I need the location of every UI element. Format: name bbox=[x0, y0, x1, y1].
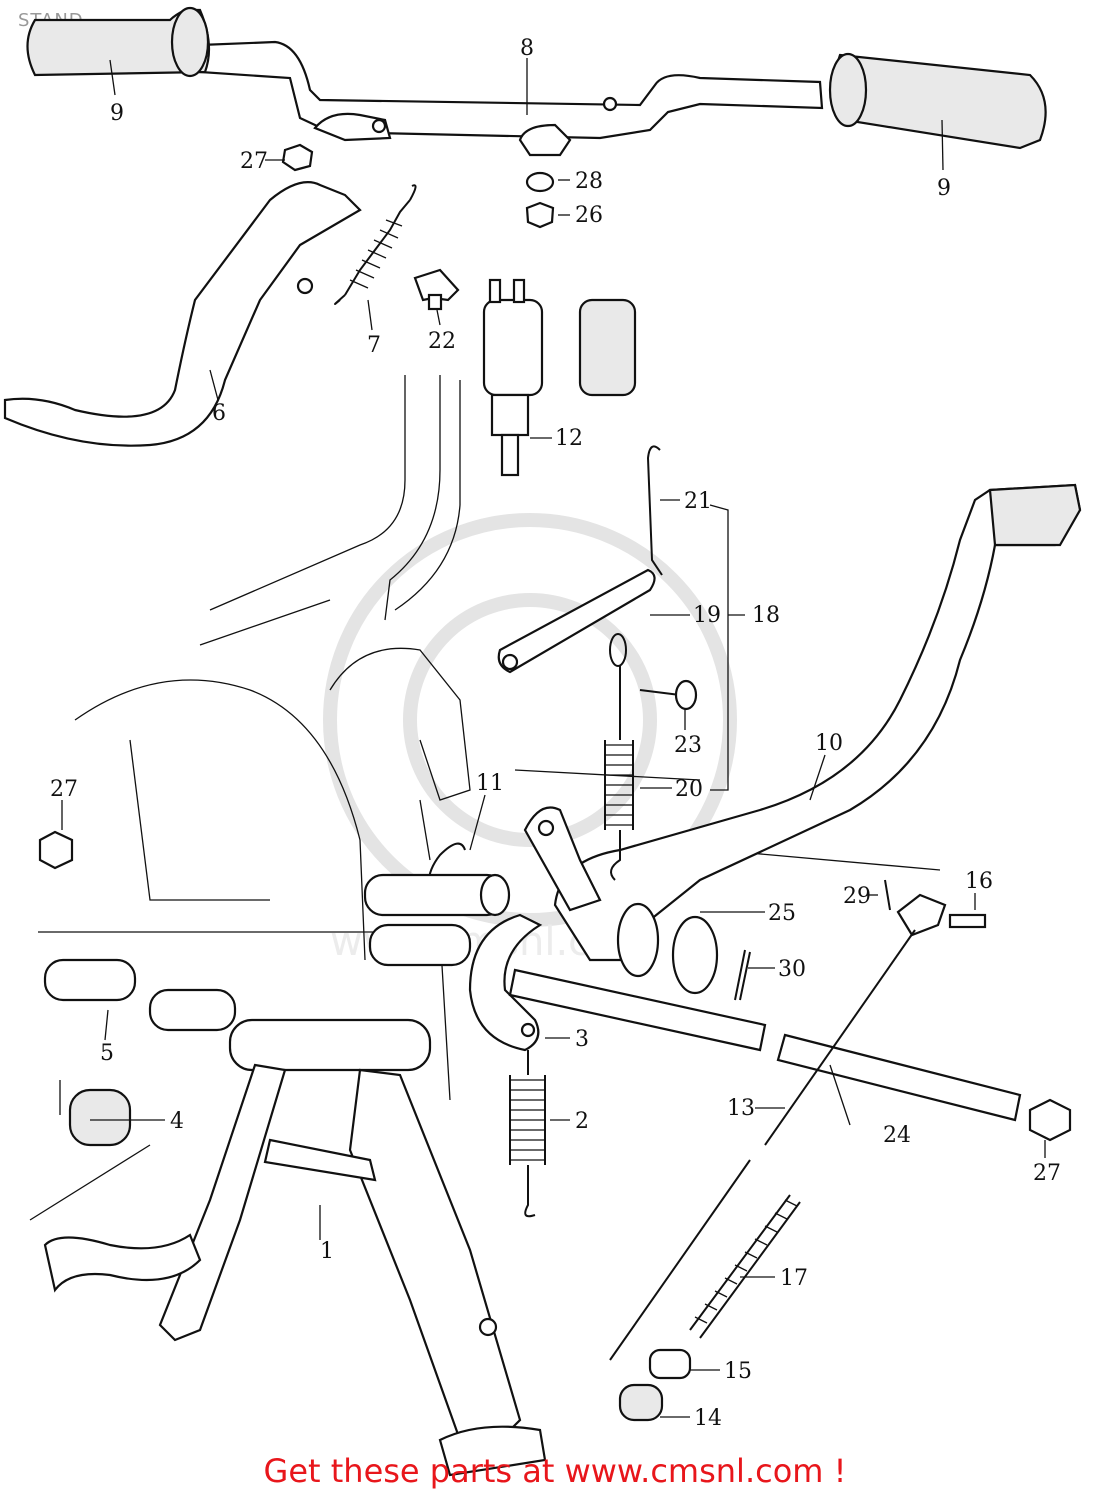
callout-16: 16 bbox=[965, 869, 993, 894]
callout-17: 17 bbox=[780, 1266, 808, 1291]
part-16-joint bbox=[896, 893, 987, 937]
callout-10: 10 bbox=[815, 731, 843, 756]
part-26-nut bbox=[525, 201, 555, 229]
callout-24: 24 bbox=[883, 1123, 911, 1148]
part-13-rod bbox=[609, 929, 916, 1361]
part-23-bolt bbox=[639, 679, 698, 711]
part-20-spring bbox=[604, 633, 634, 881]
callout-20: 20 bbox=[675, 777, 703, 802]
callout-21: 21 bbox=[684, 489, 712, 514]
part-27-nut-right bbox=[1028, 1098, 1072, 1142]
part-5-collar-left bbox=[43, 958, 137, 1002]
part-19-arm bbox=[497, 568, 656, 674]
callout-9-left: 9 bbox=[110, 101, 124, 126]
part-21-rod bbox=[646, 445, 663, 576]
callout-23: 23 bbox=[674, 733, 702, 758]
callout-28: 28 bbox=[575, 169, 603, 194]
part-28-washer bbox=[525, 171, 555, 193]
callout-1: 1 bbox=[320, 1239, 334, 1264]
part-22-bolt bbox=[413, 268, 460, 311]
leader-lines bbox=[59, 58, 1046, 1418]
part-8-handle-bar bbox=[198, 40, 824, 157]
callout-14: 14 bbox=[694, 1406, 722, 1431]
callout-19: 19 bbox=[693, 603, 721, 628]
part-5-collar-middle bbox=[148, 988, 237, 1032]
callout-11: 11 bbox=[476, 771, 504, 796]
callout-25: 25 bbox=[768, 901, 796, 926]
part-25-collar bbox=[671, 915, 719, 995]
callout-13: 13 bbox=[727, 1096, 755, 1121]
part-1-main-stand bbox=[43, 1018, 547, 1477]
part-9-left-grip bbox=[26, 6, 211, 78]
part-4-rubber-stop bbox=[68, 1088, 132, 1147]
part-6-side-arm bbox=[3, 181, 362, 447]
part-29-split-pin bbox=[884, 879, 891, 911]
part-30-cotter-pin bbox=[734, 949, 751, 1001]
part-27-nut-top bbox=[281, 143, 314, 172]
part-3-plate bbox=[468, 913, 543, 1052]
callout-26: 26 bbox=[575, 203, 603, 228]
callout-27-left: 27 bbox=[50, 777, 78, 802]
callout-8: 8 bbox=[520, 36, 534, 61]
callout-27-right: 27 bbox=[1033, 1161, 1061, 1186]
footer-link-text[interactable]: Get these parts at www.cmsnl.com ! bbox=[263, 1452, 847, 1490]
part-10-brake-pedal bbox=[523, 483, 1082, 978]
part-27-nut-left bbox=[38, 830, 74, 870]
callout-9-right: 9 bbox=[937, 176, 951, 201]
part-7-spring bbox=[334, 184, 417, 305]
part-14-nut bbox=[618, 1383, 664, 1422]
callout-6: 6 bbox=[212, 401, 226, 426]
part-2-spring bbox=[509, 1050, 546, 1218]
callout-7: 7 bbox=[367, 333, 381, 358]
part-17-spring bbox=[689, 1194, 801, 1339]
part-24-axle bbox=[508, 968, 1022, 1122]
callout-3: 3 bbox=[575, 1027, 589, 1052]
callout-4: 4 bbox=[170, 1109, 184, 1134]
callout-30: 30 bbox=[778, 957, 806, 982]
part-11-spring bbox=[363, 842, 511, 967]
callout-5: 5 bbox=[100, 1041, 114, 1066]
part-9-right-grip bbox=[828, 52, 1047, 150]
part-15-joint bbox=[648, 1348, 692, 1380]
callout-2: 2 bbox=[575, 1109, 589, 1134]
callout-12: 12 bbox=[555, 426, 583, 451]
callout-27-top: 27 bbox=[240, 149, 268, 174]
callout-29: 29 bbox=[843, 884, 871, 909]
callout-labels: 1 2 3 4 5 6 7 8 9 9 10 11 12 13 14 15 16… bbox=[50, 36, 1061, 1431]
callout-22: 22 bbox=[428, 329, 456, 354]
callout-15: 15 bbox=[724, 1359, 752, 1384]
callout-18: 18 bbox=[752, 603, 780, 628]
part-12-stop-switch bbox=[482, 278, 637, 477]
